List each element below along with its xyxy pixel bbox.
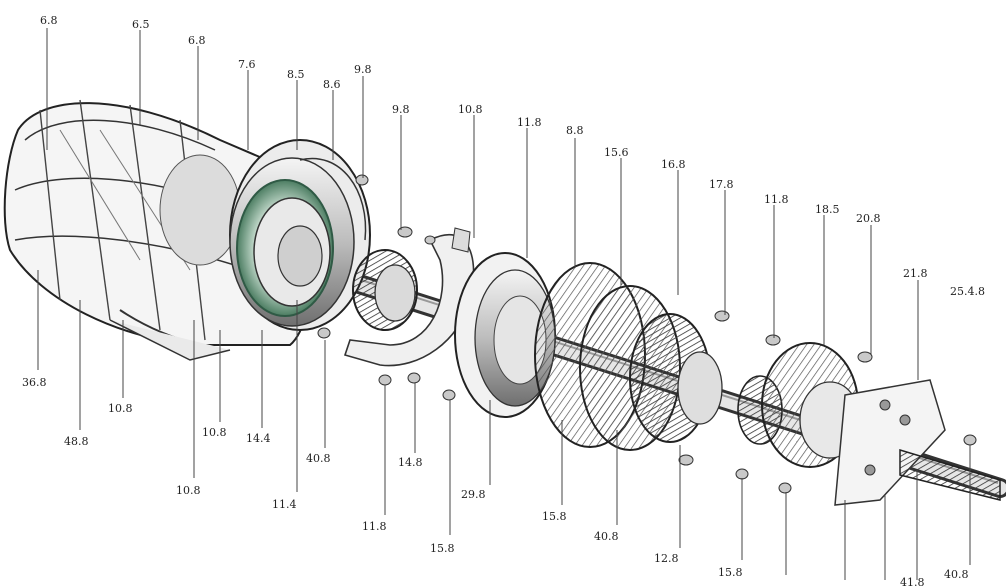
top-label: 6.8 [40, 14, 58, 27]
bottom-label: 15.8 [542, 510, 567, 523]
top-label: 8.5 [287, 68, 305, 81]
top-label: 16.8 [661, 158, 686, 171]
bell-flange [229, 139, 371, 331]
top-label: 7.6 [238, 58, 256, 71]
output-spline [899, 448, 1001, 501]
bottom-label: 40.8 [944, 568, 969, 581]
top-label: 17.8 [709, 178, 734, 191]
transmission-housing [3, 99, 314, 361]
top-callouts [46, 28, 919, 380]
top-labels: 6.8 6.5 6.8 7.6 8.5 8.6 9.8 9.8 10.8 11.… [40, 14, 985, 298]
bottom-label: 12.8 [654, 552, 679, 565]
top-label: 8.6 [323, 78, 341, 91]
bottom-label: 11.4 [272, 498, 297, 511]
bottom-label: 15.8 [718, 566, 743, 579]
bottom-label: 40.8 [306, 452, 331, 465]
bottom-label: 48.8 [64, 435, 89, 448]
top-label: 9.8 [392, 103, 410, 116]
top-label: 20.8 [856, 212, 881, 225]
top-label: 11.8 [764, 193, 789, 206]
bottom-label: 15.8 [430, 542, 455, 555]
top-label: 6.5 [132, 18, 150, 31]
top-label: 6.8 [188, 34, 206, 47]
bottom-label: 36.8 [22, 376, 47, 389]
right-label: 25.4.8 [950, 285, 985, 298]
bottom-label: 11.8 [362, 520, 387, 533]
top-label: 15.6 [604, 146, 629, 159]
gear-set [534, 262, 723, 451]
synchronizer-hub [454, 252, 556, 418]
bottom-label: 10.8 [108, 402, 133, 415]
bottom-label: 14.8 [398, 456, 423, 469]
bottom-label: 14.4 [246, 432, 271, 445]
top-label: 18.5 [815, 203, 840, 216]
bottom-labels: 36.8 48.8 10.8 10.8 10.8 14.4 11.4 40.8 … [22, 376, 969, 587]
bottom-label: 41.8 [900, 576, 925, 587]
top-label: 11.8 [517, 116, 542, 129]
bottom-label: 10.8 [176, 484, 201, 497]
bottom-label: 29.8 [461, 488, 486, 501]
differential-assembly [737, 342, 946, 506]
top-label: 8.8 [566, 124, 584, 137]
bottom-label: 10.8 [202, 426, 227, 439]
bottom-label: 40.8 [594, 530, 619, 543]
input-spline-gear [352, 249, 418, 331]
top-label: 21.8 [903, 267, 928, 280]
top-label: 10.8 [458, 103, 483, 116]
top-label: 9.8 [354, 63, 372, 76]
shift-fork [343, 227, 475, 367]
bottom-callouts [37, 270, 971, 580]
